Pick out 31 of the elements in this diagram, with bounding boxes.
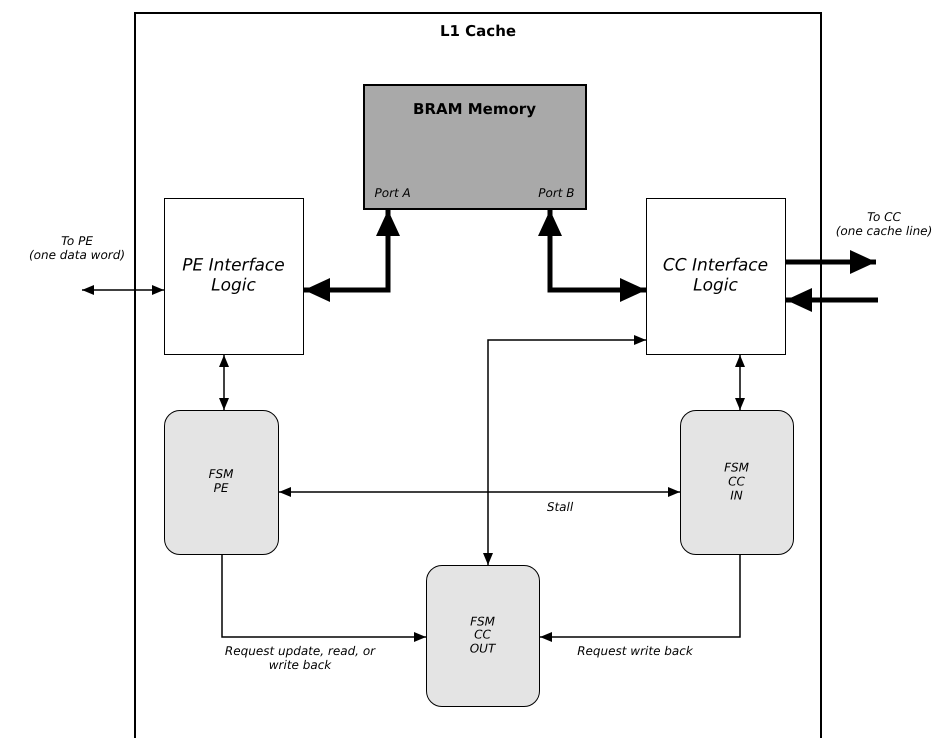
block-title: CC Interface Logic: [662, 256, 770, 296]
port-label: Port A: [374, 186, 411, 200]
arrow: [483, 335, 646, 565]
arrow: [786, 288, 878, 312]
block-title: FSM CC IN: [724, 461, 749, 503]
memory-block: [362, 84, 586, 210]
arrow: [279, 487, 680, 497]
arrow: [538, 210, 646, 302]
block-title: FSM CC OUT: [470, 614, 496, 656]
logic-box: [164, 198, 304, 354]
port-note: (one cache line): [834, 225, 934, 239]
port-label: Port B: [538, 186, 574, 200]
state-machine-box: [426, 564, 540, 706]
arrow: [219, 355, 229, 410]
port-note: To CC: [866, 211, 902, 225]
state-machine-box: [680, 410, 794, 554]
arrow: [786, 250, 876, 274]
logic-box: [646, 198, 786, 354]
arrow: [82, 285, 164, 295]
arrow: [304, 210, 400, 302]
block-title: FSM PE: [208, 468, 234, 496]
port-note: To PE: [60, 235, 94, 249]
arrow: [540, 555, 741, 642]
title: L1 Cache: [438, 22, 518, 40]
arrow: [221, 555, 426, 642]
block-title: PE Interface Logic: [181, 256, 286, 296]
cache-frame: [134, 12, 822, 738]
state-machine-box: [164, 410, 278, 554]
arrow: [735, 355, 745, 410]
port-note: (one data word): [28, 249, 126, 263]
block-title: BRAM Memory: [412, 100, 537, 118]
